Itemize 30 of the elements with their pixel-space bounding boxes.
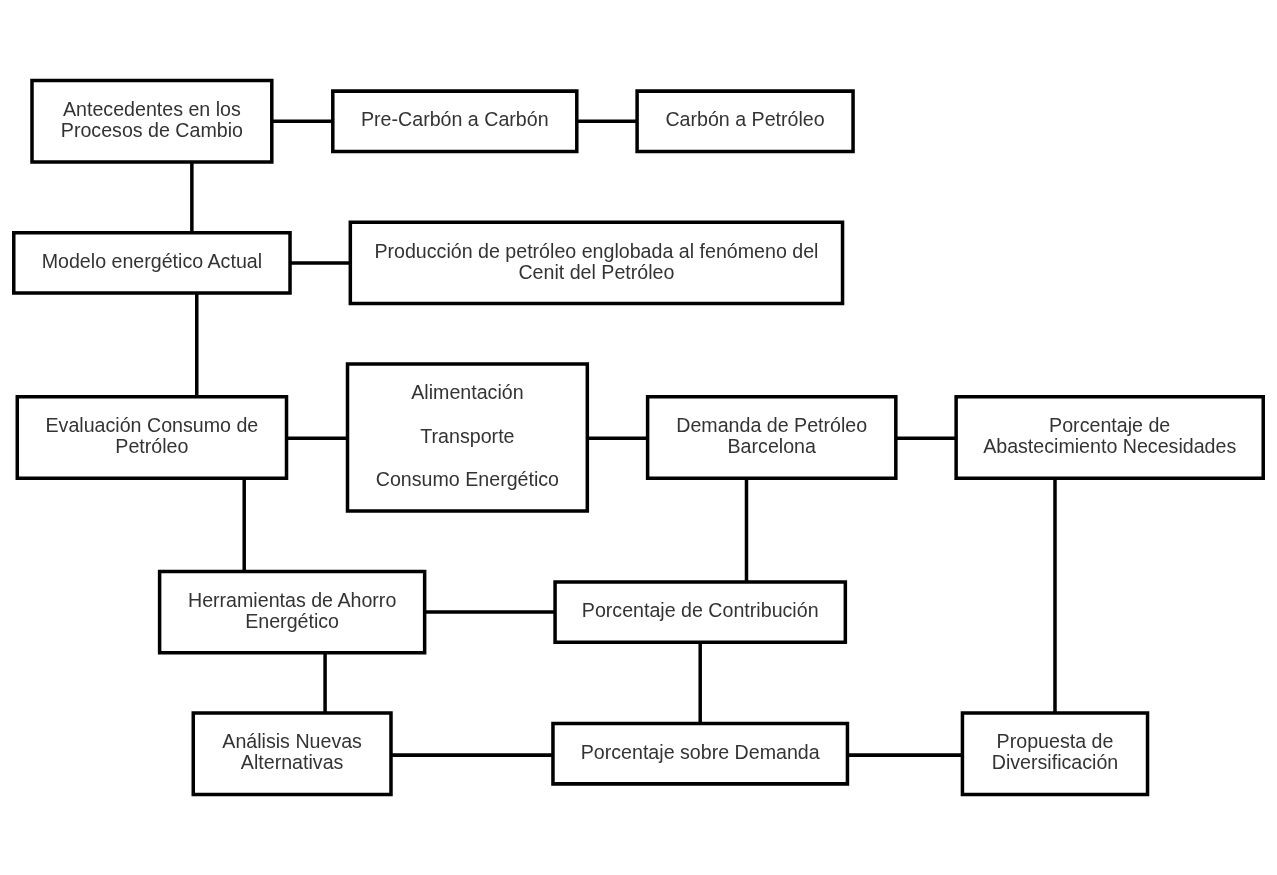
connector	[195, 293, 199, 397]
connector	[698, 642, 702, 724]
node-box: Demanda de Petróleo Barcelona	[645, 395, 898, 480]
connector	[272, 119, 333, 124]
connector	[323, 653, 327, 713]
connector	[242, 478, 246, 572]
node-box: Evaluación Consumo de Petróleo	[15, 395, 289, 480]
node-box: Porcentaje de Abastecimiento Necesidades	[954, 395, 1265, 480]
node-box: Porcentaje de Contribución	[553, 580, 848, 644]
connector	[744, 478, 749, 582]
connector	[391, 753, 553, 757]
connector	[190, 162, 194, 233]
connector	[286, 436, 348, 440]
connector	[1053, 478, 1057, 713]
connector	[577, 119, 637, 124]
connector	[425, 610, 555, 614]
node-box: Carbón a Petróleo	[635, 89, 855, 154]
node-box: Análisis Nuevas Alternativas	[191, 711, 393, 797]
node-box: Pre-Carbón a Carbón	[331, 89, 579, 154]
connector	[847, 753, 963, 757]
connector	[290, 261, 351, 265]
node-box: Porcentaje sobre Demanda	[551, 721, 850, 786]
connector	[587, 436, 648, 440]
node-box: Producción de petróleo englobada al fenómeno del Cenit del Petróleo	[348, 220, 845, 306]
node-box: Propuesta de Diversificación	[960, 711, 1150, 797]
connector	[896, 436, 956, 440]
node-box: Alimentación Transporte Consumo Energético	[345, 362, 590, 513]
node-box: Modelo energético Actual	[12, 231, 292, 295]
node-box: Herramientas de Ahorro Energético	[157, 569, 427, 655]
node-box: Antecedentes en los Procesos de Cambio	[30, 78, 274, 164]
